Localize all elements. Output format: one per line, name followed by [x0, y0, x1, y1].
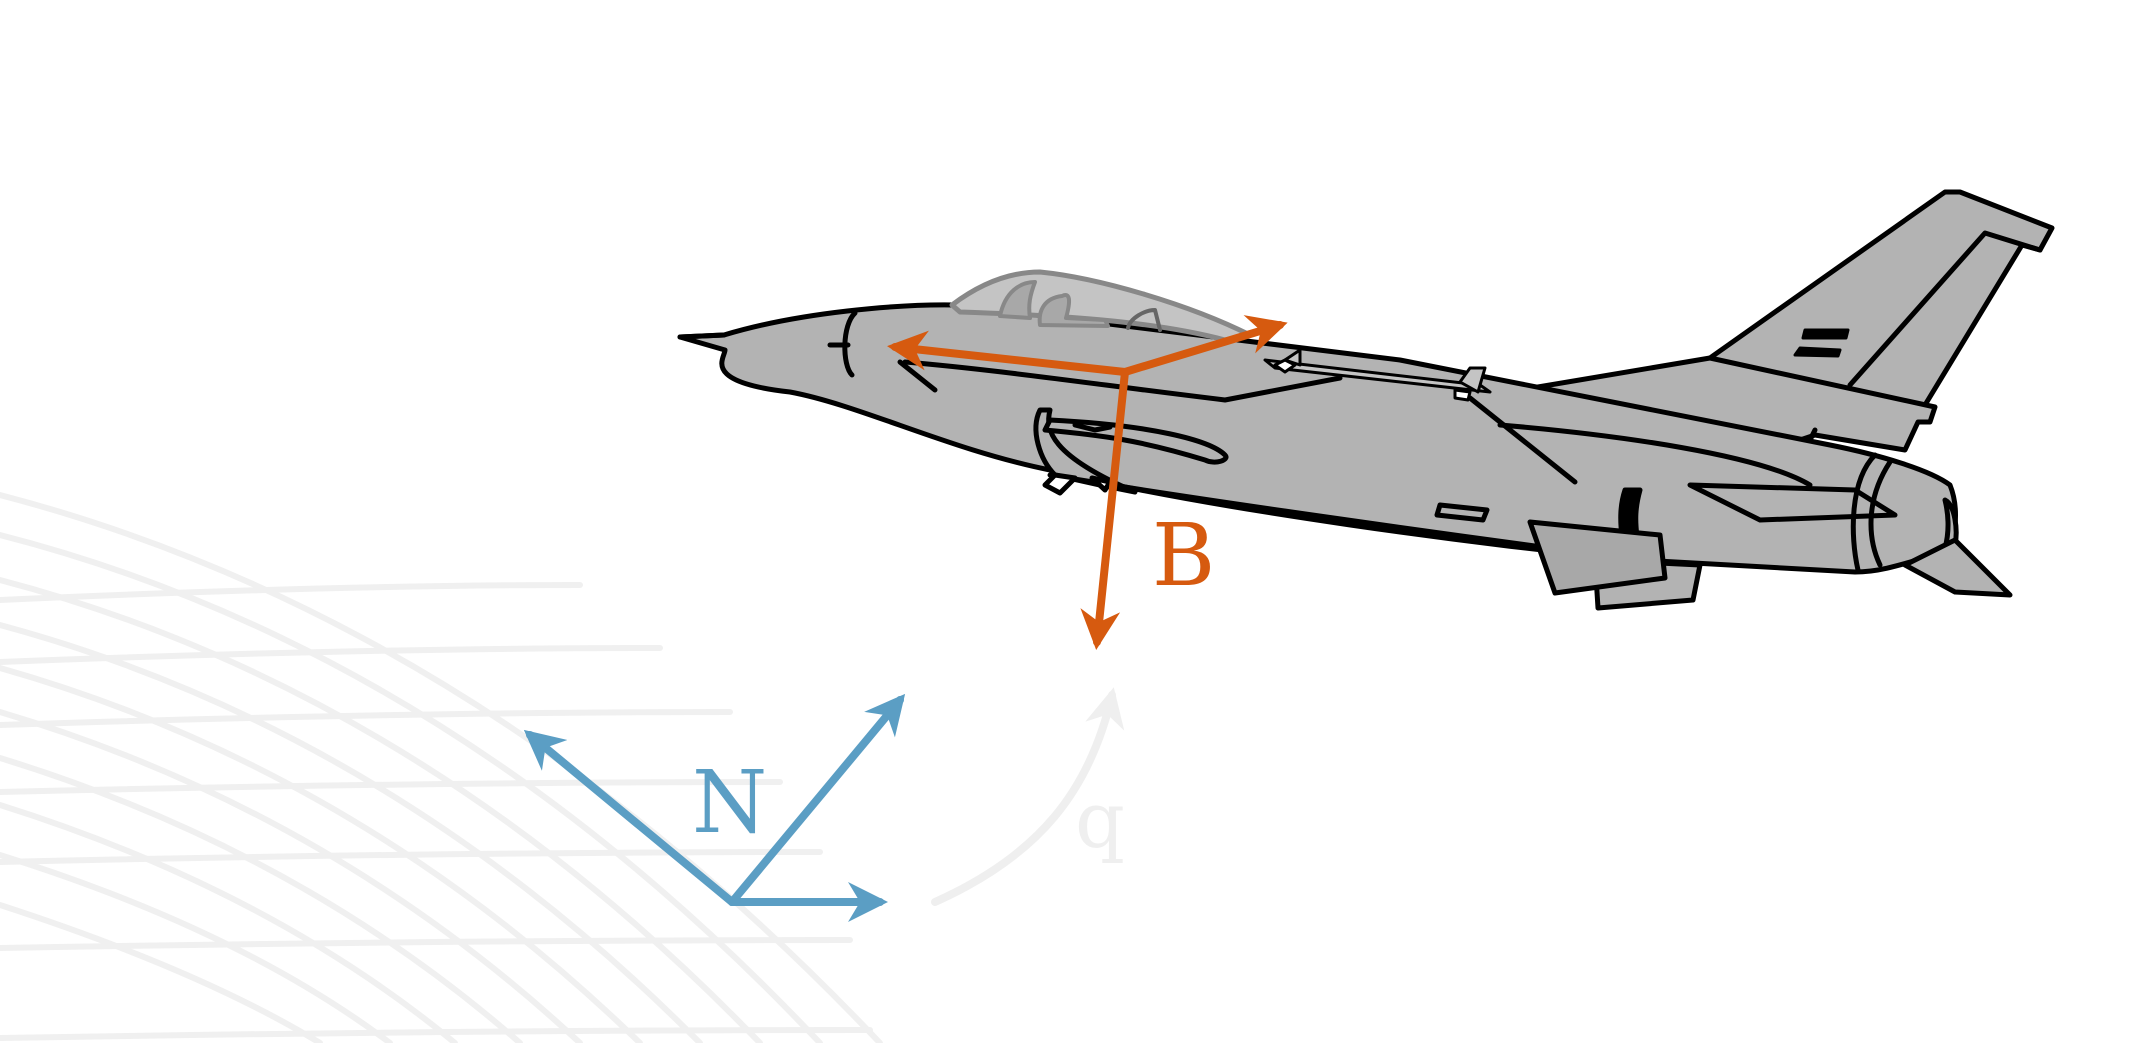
side-panel — [1434, 502, 1490, 523]
canopy-frame — [1037, 293, 1110, 328]
globe-grid — [0, 492, 883, 1043]
globe-outline — [0, 492, 883, 1043]
fighter-jet — [677, 189, 2055, 611]
globe-latitude — [0, 852, 393, 1043]
body-frame — [887, 315, 1288, 650]
body-line — [1497, 422, 1813, 488]
globe-latitude — [0, 532, 823, 1043]
globe-latitude — [0, 709, 583, 1043]
nav-frame-label: N — [692, 753, 767, 853]
rotation-arc — [931, 687, 1125, 906]
nose-probe — [677, 332, 727, 340]
gear-door-2 — [1089, 475, 1113, 493]
nozzle-ring-2 — [1868, 459, 1893, 568]
globe-longitude — [0, 582, 583, 603]
wing-root — [1467, 395, 1578, 485]
globe-longitude — [0, 645, 663, 665]
nav-axis-up — [523, 729, 736, 906]
nav-axis-north — [728, 693, 906, 906]
tail-mark — [1801, 328, 1850, 340]
vertical-tail — [1697, 189, 2055, 408]
body-axis-down — [1080, 368, 1129, 650]
globe-latitude — [0, 665, 643, 1043]
body-axis-right — [1121, 315, 1288, 376]
globe-longitude — [0, 1027, 873, 1041]
nav-frame — [523, 693, 906, 922]
vertical-tail-line — [1847, 230, 2043, 388]
globe-latitude — [0, 577, 763, 1043]
globe-latitude — [0, 755, 523, 1043]
tail-mark-2 — [1793, 346, 1842, 358]
globe-longitude — [0, 849, 823, 865]
globe-longitude — [0, 779, 783, 795]
canopy-frame-3 — [1126, 308, 1162, 332]
globe-latitude — [0, 902, 323, 1043]
ventral-fin — [1902, 537, 2013, 598]
globe-latitude — [0, 802, 458, 1043]
body-frame-label: B — [1152, 506, 1215, 606]
intake-mark — [1072, 422, 1113, 433]
missile — [1263, 358, 1492, 394]
spine-line — [902, 359, 1343, 403]
gear-door — [1042, 472, 1078, 496]
missile-tip — [1273, 358, 1472, 402]
globe-longitude — [0, 709, 733, 728]
fuel-tank — [1527, 519, 1668, 596]
nozzle-ring — [1850, 452, 1878, 573]
globe-longitude — [0, 937, 853, 951]
canopy-frame-2 — [998, 280, 1037, 320]
body-axis-forward — [887, 330, 1129, 376]
rotation-label: q — [1075, 776, 1125, 866]
wing-tip-line — [1807, 427, 1818, 443]
horizontal-stab — [1687, 482, 1898, 523]
